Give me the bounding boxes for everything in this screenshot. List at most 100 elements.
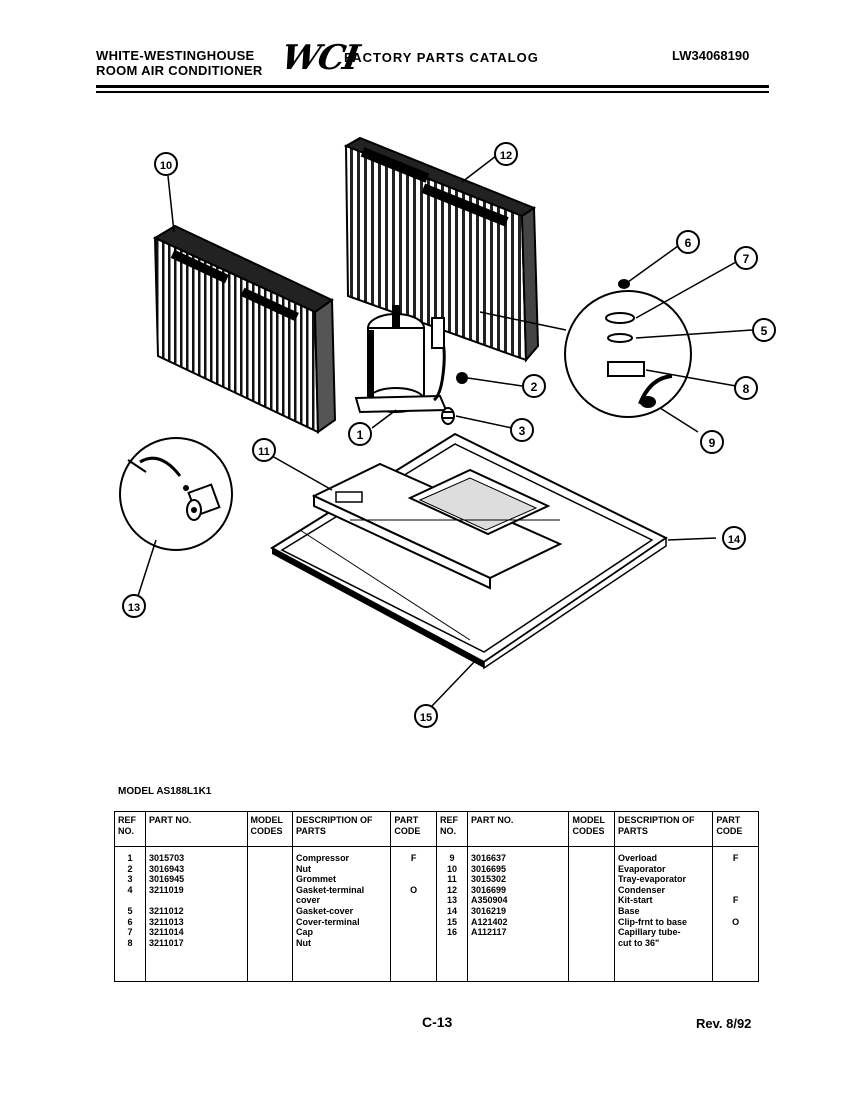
callout-2: 2 bbox=[522, 374, 546, 398]
svg-text:9: 9 bbox=[709, 436, 716, 450]
callout-5: 5 bbox=[752, 318, 776, 342]
col-code-left: F O bbox=[390, 846, 437, 982]
table-cell bbox=[394, 906, 433, 917]
table-cell: 16 bbox=[446, 927, 457, 938]
callout-10: 10 bbox=[154, 152, 178, 176]
table-cell bbox=[716, 906, 755, 917]
table-cell: 10 bbox=[446, 863, 457, 874]
table-cell: 3016695 bbox=[471, 863, 507, 874]
table-cell: 8 bbox=[127, 937, 133, 948]
col-model-right bbox=[568, 846, 615, 982]
terminal-detail-inset bbox=[479, 279, 692, 418]
table-cell: Nut bbox=[296, 937, 312, 948]
table-cell: 3016943 bbox=[149, 863, 185, 874]
svg-text:2: 2 bbox=[531, 380, 538, 394]
svg-text:6: 6 bbox=[685, 236, 692, 250]
table-cell: 3211013 bbox=[149, 916, 184, 927]
table-cell: Base bbox=[618, 905, 640, 916]
callout-12: 12 bbox=[494, 142, 518, 166]
table-cell: Overload bbox=[618, 853, 658, 863]
table-cell: A350904 bbox=[471, 895, 508, 906]
table-cell: 3016219 bbox=[471, 905, 507, 916]
col-code-right: F F O bbox=[712, 846, 759, 982]
table-cell: Evaporator bbox=[618, 863, 666, 874]
compressor bbox=[354, 305, 448, 414]
svg-text:3: 3 bbox=[519, 424, 526, 438]
svg-text:1: 1 bbox=[357, 428, 364, 442]
col-model-left bbox=[246, 846, 294, 982]
table-cell: Clip-frnt to base bbox=[618, 916, 687, 927]
evaporator-tray bbox=[311, 462, 563, 590]
table-cell: 3015703 bbox=[149, 853, 185, 863]
brand-block: WHITE-WESTINGHOUSE ROOM AIR CONDITIONER bbox=[96, 48, 263, 78]
table-cell: 5 bbox=[127, 905, 133, 916]
table-cell bbox=[394, 938, 433, 949]
table-cell: A121402 bbox=[471, 916, 508, 927]
table-cell: cover bbox=[296, 895, 321, 906]
table-cell: 3015302 bbox=[471, 874, 507, 885]
callout-11: 11 bbox=[252, 438, 276, 462]
table-cell: Gasket-cover bbox=[296, 905, 354, 916]
callout-1: 1 bbox=[348, 422, 372, 446]
table-cell: 6 bbox=[127, 916, 133, 927]
svg-text:11: 11 bbox=[258, 446, 270, 458]
svg-text:14: 14 bbox=[728, 534, 741, 546]
table-cell: 1 bbox=[127, 853, 133, 863]
header-code-left: PART CODE bbox=[390, 811, 437, 847]
table-cell: Nut bbox=[296, 863, 312, 874]
callout-8: 8 bbox=[734, 376, 758, 400]
table-cell: Gasket-terminal bbox=[296, 884, 365, 895]
header-code-right: PART CODE bbox=[712, 811, 759, 847]
svg-text:12: 12 bbox=[500, 150, 512, 162]
table-cell: 3 bbox=[127, 874, 133, 885]
svg-text:7: 7 bbox=[743, 252, 750, 266]
table-cell bbox=[394, 874, 433, 885]
table-cell: F bbox=[732, 853, 739, 863]
table-cell: Tray-evaporator bbox=[618, 874, 687, 885]
brand-line-2: ROOM AIR CONDITIONER bbox=[96, 63, 263, 78]
grommet-part bbox=[441, 407, 455, 425]
table-cell: 2 bbox=[127, 863, 133, 874]
header-desc-right: DESCRIPTION OF PARTS bbox=[613, 811, 714, 847]
table-cell: 3016945 bbox=[149, 874, 185, 885]
catalog-title: FACTORY PARTS CATALOG bbox=[344, 50, 539, 65]
table-cell: 3211014 bbox=[149, 927, 184, 938]
evaporator-coil bbox=[152, 224, 337, 434]
callout-9: 9 bbox=[700, 430, 724, 454]
table-cell bbox=[394, 864, 433, 875]
table-cell bbox=[149, 895, 243, 906]
leader-lines bbox=[137, 155, 753, 707]
table-cell: 13 bbox=[446, 895, 457, 906]
callout-15: 15 bbox=[414, 704, 438, 728]
model-label: MODEL AS188L1K1 bbox=[118, 786, 212, 797]
catalog-number: LW34068190 bbox=[672, 48, 750, 63]
header-rule-thin bbox=[96, 91, 769, 93]
callout-13: 13 bbox=[122, 594, 146, 618]
svg-text:13: 13 bbox=[128, 602, 140, 614]
table-cell: Cap bbox=[296, 927, 314, 938]
header-rule-thick bbox=[96, 85, 769, 88]
table-cell: F bbox=[732, 895, 739, 906]
table-cell: 9 bbox=[449, 853, 455, 863]
callout-7: 7 bbox=[734, 246, 758, 270]
table-cell: Cover-terminal bbox=[296, 916, 360, 927]
revision-date: Rev. 8/92 bbox=[696, 1016, 752, 1031]
table-cell: 3211017 bbox=[149, 937, 184, 948]
svg-text:15: 15 bbox=[420, 712, 432, 724]
table-cell bbox=[394, 895, 433, 906]
header-ref-left: REF NO. bbox=[113, 811, 147, 847]
svg-text:10: 10 bbox=[160, 160, 172, 172]
svg-text:5: 5 bbox=[761, 324, 768, 338]
parts-table: REF NO. PART NO. MODEL CODES DESCRIPTION… bbox=[113, 811, 759, 982]
page-number: C-13 bbox=[422, 1014, 453, 1030]
exploded-parts-diagram: 1 2 3 5 6 7 8 9 10 11 12 13 14 15 bbox=[119, 136, 776, 728]
table-cell bbox=[394, 927, 433, 938]
table-cell: A112117 bbox=[471, 927, 507, 938]
header-ref-right: REF NO. bbox=[435, 811, 469, 847]
